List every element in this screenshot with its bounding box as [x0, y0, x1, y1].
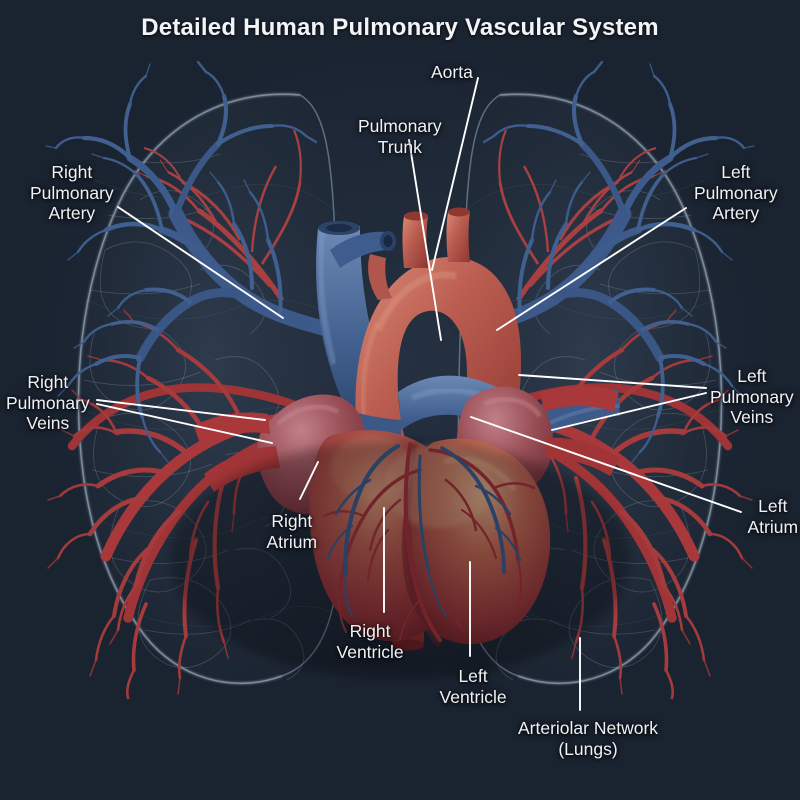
left-pulmonary-artery-leader: [496, 207, 687, 331]
label-arteriolar-network[interactable]: Arteriolar Network (Lungs): [518, 718, 659, 759]
right-pulmonary-veins-leader-a: [96, 399, 266, 421]
left-atrium-leader: [470, 416, 742, 513]
label-right-atrium[interactable]: Right Atrium: [266, 511, 318, 552]
label-left-ventricle[interactable]: Left Ventricle: [439, 666, 507, 707]
aortic-branches: [368, 207, 470, 300]
right-atrium-leader: [299, 461, 319, 500]
brachiocephalic-vein: [330, 231, 396, 268]
page-title: Detailed Human Pulmonary Vascular System: [141, 14, 659, 41]
label-left-pulmonary-artery[interactable]: Left Pulmonary Artery: [694, 162, 778, 223]
label-pulmonary-trunk[interactable]: Pulmonary Trunk: [358, 116, 442, 157]
label-right-pulmonary-artery[interactable]: Right Pulmonary Artery: [30, 162, 114, 223]
right-pulmonary-artery-leader: [117, 206, 284, 319]
pulmonary-arterial-tree-right: [45, 60, 338, 463]
label-right-ventricle[interactable]: Right Ventricle: [336, 621, 404, 662]
left-pulmonary-veins-leader-a: [518, 374, 707, 389]
label-left-pulmonary-veins[interactable]: Left Pulmonary Veins: [710, 366, 794, 427]
depth-shading: [170, 440, 630, 680]
right-pulmonary-veins-leader-b: [96, 403, 273, 444]
aorta-leader: [431, 77, 479, 271]
label-left-atrium[interactable]: Left Atrium: [747, 496, 799, 537]
right-pulmonary-vein-roots: [194, 412, 280, 492]
left-pulmonary-veins-leader-b: [551, 392, 707, 431]
label-aorta[interactable]: Aorta: [431, 62, 473, 82]
pulmonary-trunk-leader: [408, 139, 442, 341]
label-right-pulmonary-veins[interactable]: Right Pulmonary Veins: [6, 372, 90, 433]
